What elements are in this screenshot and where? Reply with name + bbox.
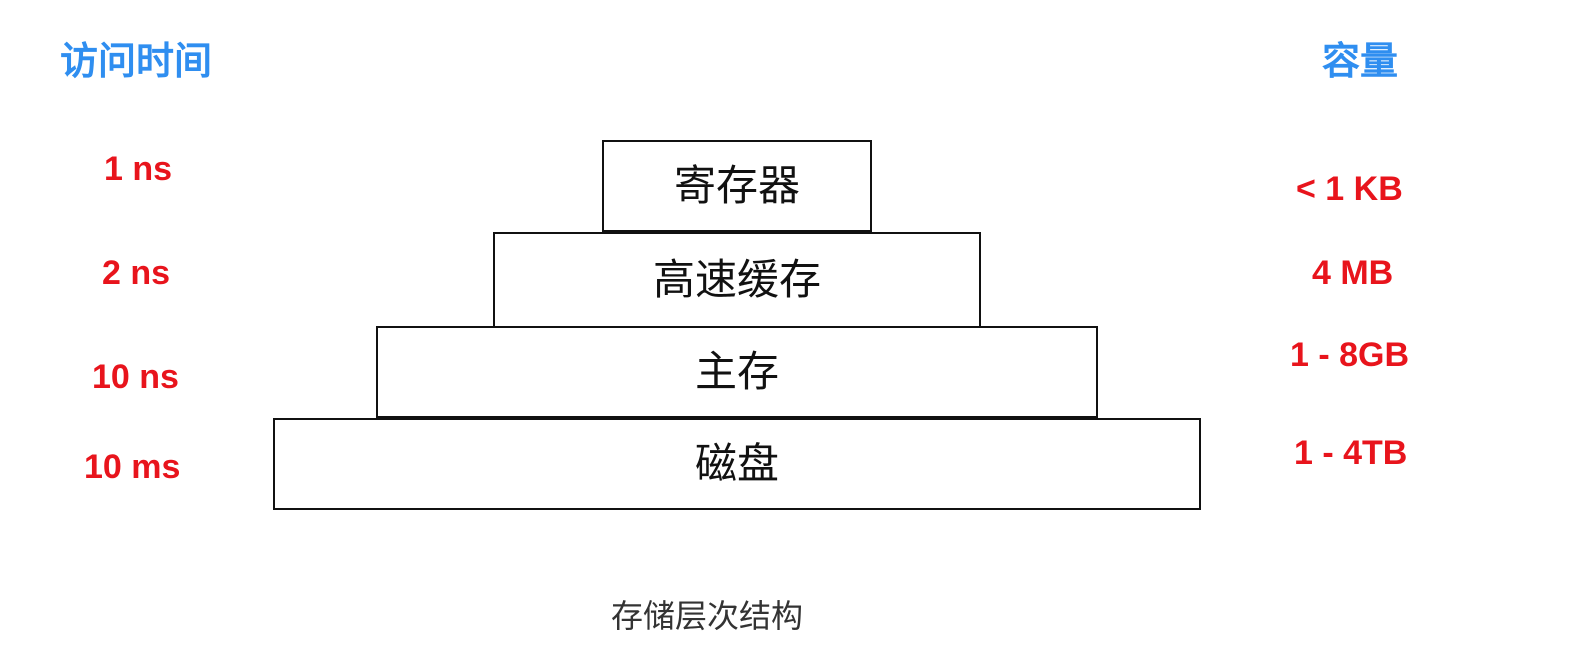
access-time-main-memory: 10 ns <box>92 358 179 396</box>
pyramid-layer-cache: 高速缓存 <box>493 232 981 328</box>
layer-label-registers: 寄存器 <box>673 161 800 210</box>
pyramid-layer-disk: 磁盘 <box>273 418 1201 510</box>
pyramid-layer-main-memory: 主存 <box>376 326 1098 418</box>
capacity-heading: 容量 <box>1322 39 1399 83</box>
capacity-registers: < 1 KB <box>1296 170 1403 208</box>
access-time-registers: 1 ns <box>104 150 173 188</box>
layer-label-disk: 磁盘 <box>694 439 779 488</box>
pyramid-layer-registers: 寄存器 <box>602 140 872 232</box>
capacity-main-memory: 1 - 8GB <box>1290 336 1410 374</box>
layer-label-main-memory: 主存 <box>694 347 779 396</box>
access-time-disk: 10 ms <box>84 448 181 486</box>
capacity-disk: 1 - 4TB <box>1294 434 1408 472</box>
access-time-cache: 2 ns <box>102 254 171 292</box>
access-time-heading: 访问时间 <box>60 39 213 83</box>
capacity-cache: 4 MB <box>1312 254 1394 292</box>
layer-label-cache: 高速缓存 <box>652 255 821 304</box>
diagram-caption: 存储层次结构 <box>610 597 803 635</box>
